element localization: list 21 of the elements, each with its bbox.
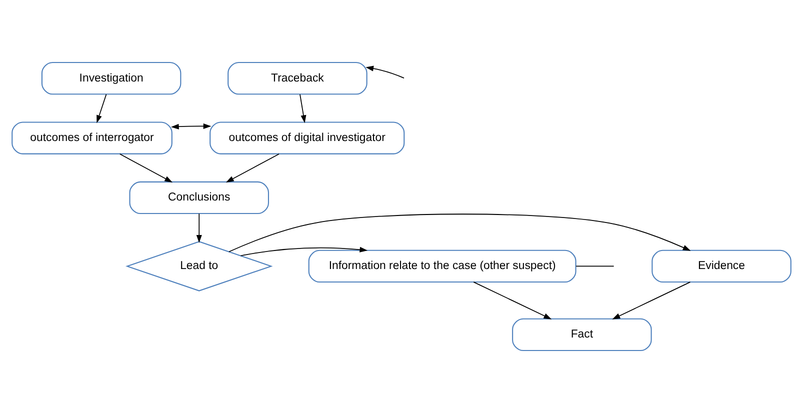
arrow	[473, 281, 552, 319]
node-diamond: Lead to	[126, 240, 273, 291]
arrow	[170, 122, 212, 129]
arrow	[226, 153, 280, 182]
node-box: Evidence	[652, 249, 792, 282]
node-box: Conclusions	[129, 180, 270, 214]
node-box: Traceback	[228, 61, 368, 94]
node-box: Fact	[512, 318, 652, 351]
node-box: outcomes of digital investigator	[210, 121, 405, 154]
node-box: Investigation	[41, 61, 182, 94]
arrow	[228, 213, 691, 252]
arrow	[366, 65, 404, 78]
node-box: Information relate to the case (other suspect)	[308, 249, 576, 282]
arrow	[612, 281, 691, 319]
arrow	[196, 212, 202, 242]
node-box: outcomes of interrogator	[12, 121, 172, 154]
arrow	[300, 93, 306, 123]
arrow	[119, 153, 173, 182]
arrow	[240, 246, 368, 256]
arrow	[96, 93, 107, 123]
connector	[576, 265, 614, 266]
